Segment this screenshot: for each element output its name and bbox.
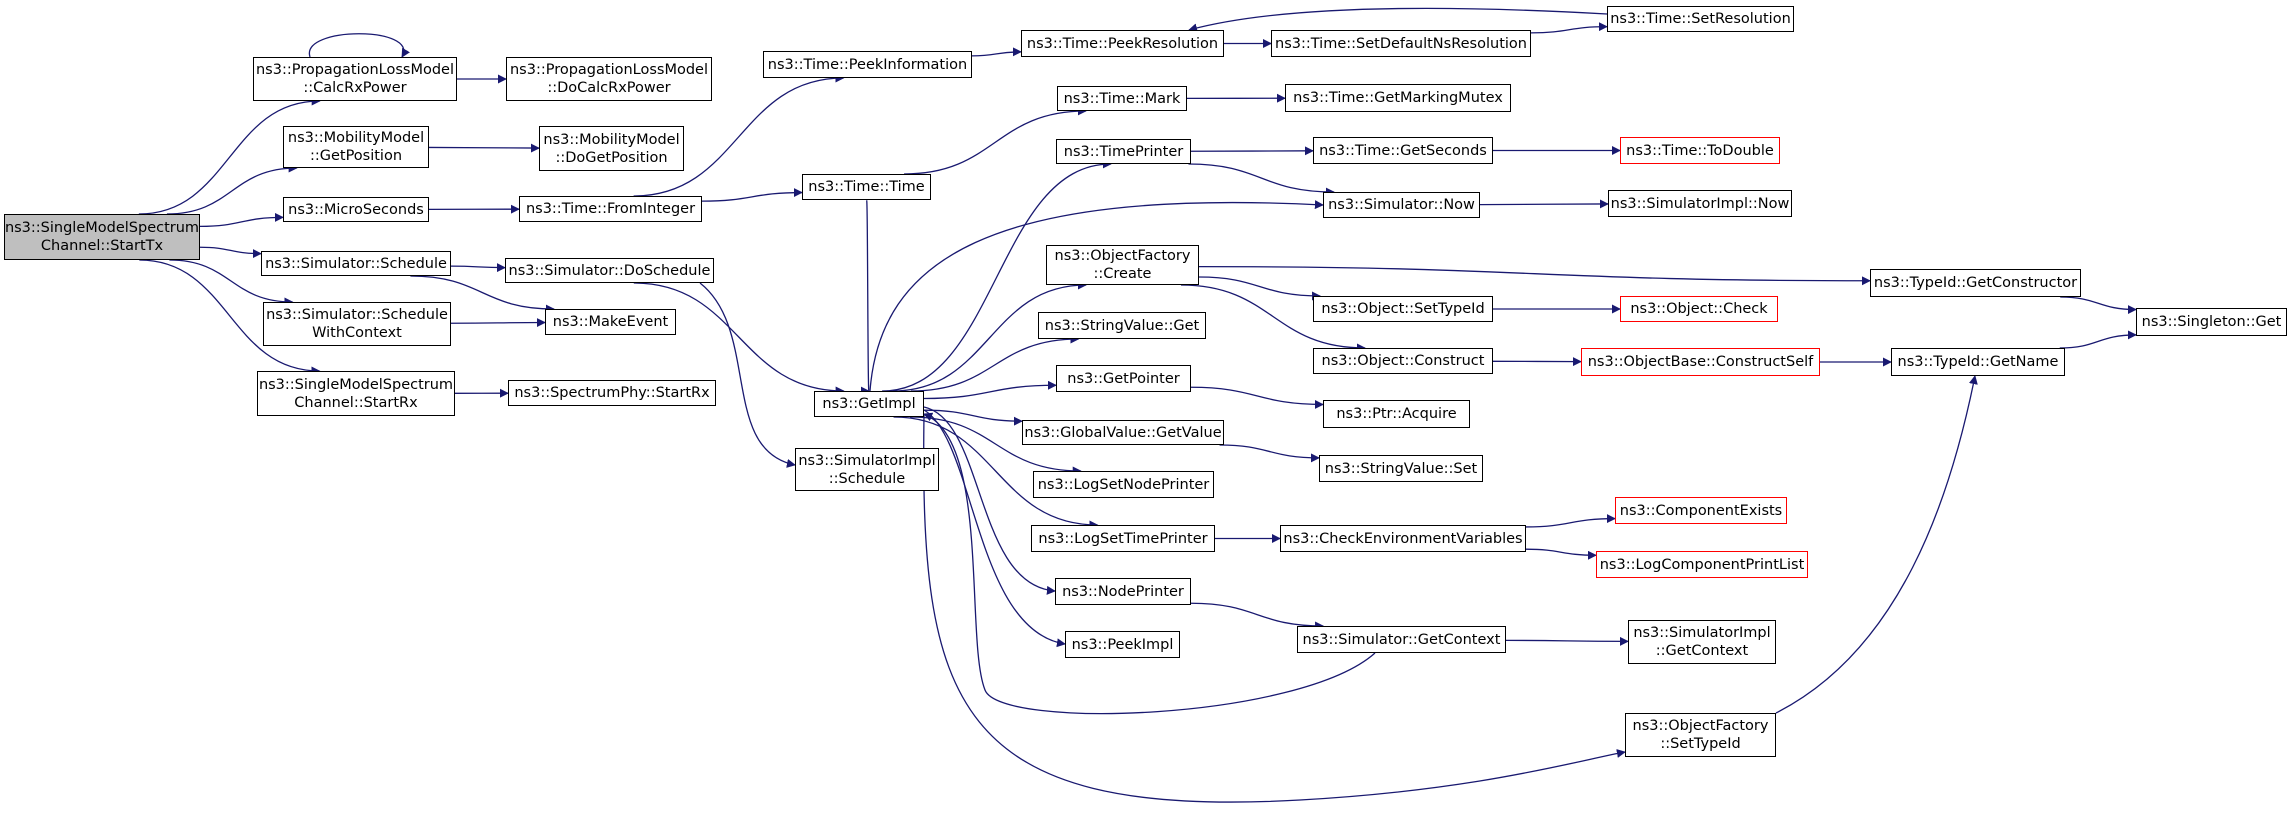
node-compExists[interactable]: ns3::ComponentExists	[1615, 497, 1787, 524]
node-getCtor[interactable]: ns3::TypeId::GetConstructor	[1870, 269, 2081, 297]
edge-root-to-schedule	[199, 246, 262, 259]
edge-getName-to-singletonGet	[2059, 330, 2137, 349]
node-peekImpl[interactable]: ns3::PeekImpl	[1065, 631, 1180, 658]
node-setDefRes[interactable]: ns3::Time::SetDefaultNsResolution	[1271, 30, 1531, 57]
edge-getContext-to-getImpl	[923, 412, 1376, 715]
edge-calcRx-to-calcRx	[309, 33, 410, 58]
edge-peekInfo-to-peekRes	[971, 47, 1022, 57]
node-startRx[interactable]: ns3::SingleModelSpectrum Channel::StartR…	[257, 371, 455, 416]
node-gvGetValue[interactable]: ns3::GlobalValue::GetValue	[1022, 420, 1224, 445]
edge-root-to-startRx	[139, 259, 321, 376]
edge-getCtor-to-singletonGet	[2060, 296, 2137, 315]
edge-getImpl-to-strValGet	[910, 334, 1080, 392]
edge-gvGetValue-to-strValSet	[1219, 444, 1320, 463]
node-makeEvent[interactable]: ns3::MakeEvent	[545, 309, 676, 335]
node-peekRes[interactable]: ns3::Time::PeekResolution	[1021, 30, 1224, 57]
node-simImplNow[interactable]: ns3::SimulatorImpl::Now	[1608, 190, 1792, 217]
node-getPos[interactable]: ns3::MobilityModel ::GetPosition	[283, 126, 429, 168]
node-constructSelf[interactable]: ns3::ObjectBase::ConstructSelf	[1581, 348, 1820, 376]
edge-getImpl-to-logNodePrinter	[910, 416, 1082, 476]
node-setRes[interactable]: ns3::Time::SetResolution	[1607, 6, 1794, 32]
edge-root-to-schedWC	[169, 259, 294, 307]
node-getSeconds[interactable]: ns3::Time::GetSeconds	[1313, 137, 1493, 164]
node-getImpl[interactable]: ns3::GetImpl	[814, 391, 924, 417]
node-setTypeId[interactable]: ns3::Object::SetTypeId	[1313, 296, 1493, 322]
edge-root-to-micro	[199, 212, 284, 228]
edge-timeTime-to-mark	[904, 106, 1087, 175]
edge-ofCreate-to-setTypeId	[1198, 276, 1322, 301]
node-singletonGet[interactable]: ns3::Singleton::Get	[2136, 308, 2287, 336]
node-mark[interactable]: ns3::Time::Mark	[1057, 86, 1187, 111]
node-ofCreate[interactable]: ns3::ObjectFactory ::Create	[1046, 245, 1199, 285]
node-specStartRx[interactable]: ns3::SpectrumPhy::StartRx	[508, 380, 716, 406]
node-doCalcRx[interactable]: ns3::PropagationLossModel ::DoCalcRxPowe…	[506, 57, 712, 101]
node-fromInt[interactable]: ns3::Time::FromInteger	[519, 196, 702, 222]
node-micro[interactable]: ns3::MicroSeconds	[283, 197, 429, 222]
node-doGetPos[interactable]: ns3::MobilityModel ::DoGetPosition	[539, 126, 684, 171]
node-logNodePrinter[interactable]: ns3::LogSetNodePrinter	[1033, 471, 1214, 498]
edge-checkEnv-to-compExists	[1525, 514, 1616, 528]
edge-setRes-to-peekRes	[1188, 7, 1608, 33]
edge-getImpl-to-nodePrinter	[923, 406, 1056, 595]
node-strValGet[interactable]: ns3::StringValue::Get	[1038, 312, 1206, 339]
edge-checkEnv-to-logCompList	[1525, 548, 1597, 560]
edge-getContext-to-simImplCtx	[1505, 636, 1629, 646]
edge-getImpl-to-timePrinter	[882, 159, 1112, 392]
node-objCheck[interactable]: ns3::Object::Check	[1620, 296, 1778, 322]
node-simImplCtx[interactable]: ns3::SimulatorImpl ::GetContext	[1628, 620, 1776, 664]
edge-ofCreate-to-objConstruct	[1180, 284, 1366, 353]
edge-getImpl-to-ofCreate	[892, 280, 1087, 392]
edge-getImpl-to-logTimePrinter	[893, 416, 1099, 530]
edge-schedWC-to-makeEvent	[450, 318, 546, 328]
edge-nodePrinter-to-getContext	[1190, 602, 1325, 631]
edge-getImpl-to-getPointer	[923, 380, 1057, 400]
node-timePrinter[interactable]: ns3::TimePrinter	[1056, 139, 1191, 164]
edge-getImpl-to-peekImpl	[923, 409, 1066, 648]
node-peekInfo[interactable]: ns3::Time::PeekInformation	[763, 51, 972, 78]
node-schedWC[interactable]: ns3::Simulator::Schedule WithContext	[263, 302, 451, 346]
node-markMutex[interactable]: ns3::Time::GetMarkingMutex	[1285, 84, 1511, 112]
node-checkEnv[interactable]: ns3::CheckEnvironmentVariables	[1280, 525, 1526, 552]
edge-root-to-getPos	[166, 163, 298, 215]
edge-ofSetTypeId-to-getName	[1775, 375, 1978, 714]
edge-simNow-to-simImplNow	[1479, 199, 1609, 209]
node-root[interactable]: ns3::SingleModelSpectrum Channel::StartT…	[4, 214, 200, 260]
edge-getImpl-to-gvGetValue	[923, 409, 1023, 426]
edge-timePrinter-to-simNow	[1188, 163, 1335, 197]
node-schedule[interactable]: ns3::Simulator::Schedule	[261, 251, 451, 276]
edge-setDefRes-to-setRes	[1530, 22, 1608, 34]
edge-fromInt-to-timeTime	[701, 188, 803, 202]
edge-ofCreate-to-getCtor	[1198, 265, 1871, 286]
edge-schedule-to-doSchedule	[450, 263, 506, 273]
edge-fromInt-to-peekInfo	[633, 73, 845, 197]
node-getName[interactable]: ns3::TypeId::GetName	[1891, 348, 2065, 376]
node-timeTime[interactable]: ns3::Time::Time	[802, 174, 931, 200]
node-toDouble[interactable]: ns3::Time::ToDouble	[1620, 137, 1780, 164]
edge-doSchedule-to-simImplSched	[699, 282, 796, 468]
edge-root-to-calcRx	[138, 96, 321, 215]
node-nodePrinter[interactable]: ns3::NodePrinter	[1055, 578, 1191, 605]
node-simImplSched[interactable]: ns3::SimulatorImpl ::Schedule	[795, 448, 939, 491]
node-ofSetTypeId[interactable]: ns3::ObjectFactory ::SetTypeId	[1625, 713, 1776, 757]
edge-schedule-to-makeEvent	[410, 275, 555, 314]
node-strValSet[interactable]: ns3::StringValue::Set	[1319, 455, 1483, 482]
edge-getPos-to-doGetPos	[428, 143, 540, 153]
node-logCompList[interactable]: ns3::LogComponentPrintList	[1596, 551, 1808, 578]
edge-doSchedule-to-getImpl	[633, 282, 845, 396]
edge-getImpl-to-simNow	[869, 200, 1324, 392]
node-simNow[interactable]: ns3::Simulator::Now	[1323, 192, 1480, 218]
node-logTimePrinter[interactable]: ns3::LogSetTimePrinter	[1031, 525, 1215, 552]
node-getPointer[interactable]: ns3::GetPointer	[1056, 365, 1191, 392]
edge-timeTime-to-getImpl	[860, 199, 870, 395]
edge-getPointer-to-ptrAcquire	[1190, 386, 1324, 409]
edge-getImpl-to-ofSetTypeId	[923, 414, 1626, 803]
node-calcRx[interactable]: ns3::PropagationLossModel ::CalcRxPower	[253, 57, 457, 101]
node-doSchedule[interactable]: ns3::Simulator::DoSchedule	[505, 258, 714, 283]
node-objConstruct[interactable]: ns3::Object::Construct	[1313, 348, 1493, 374]
node-ptrAcquire[interactable]: ns3::Ptr::Acquire	[1323, 400, 1470, 428]
node-getContext[interactable]: ns3::Simulator::GetContext	[1297, 626, 1506, 653]
